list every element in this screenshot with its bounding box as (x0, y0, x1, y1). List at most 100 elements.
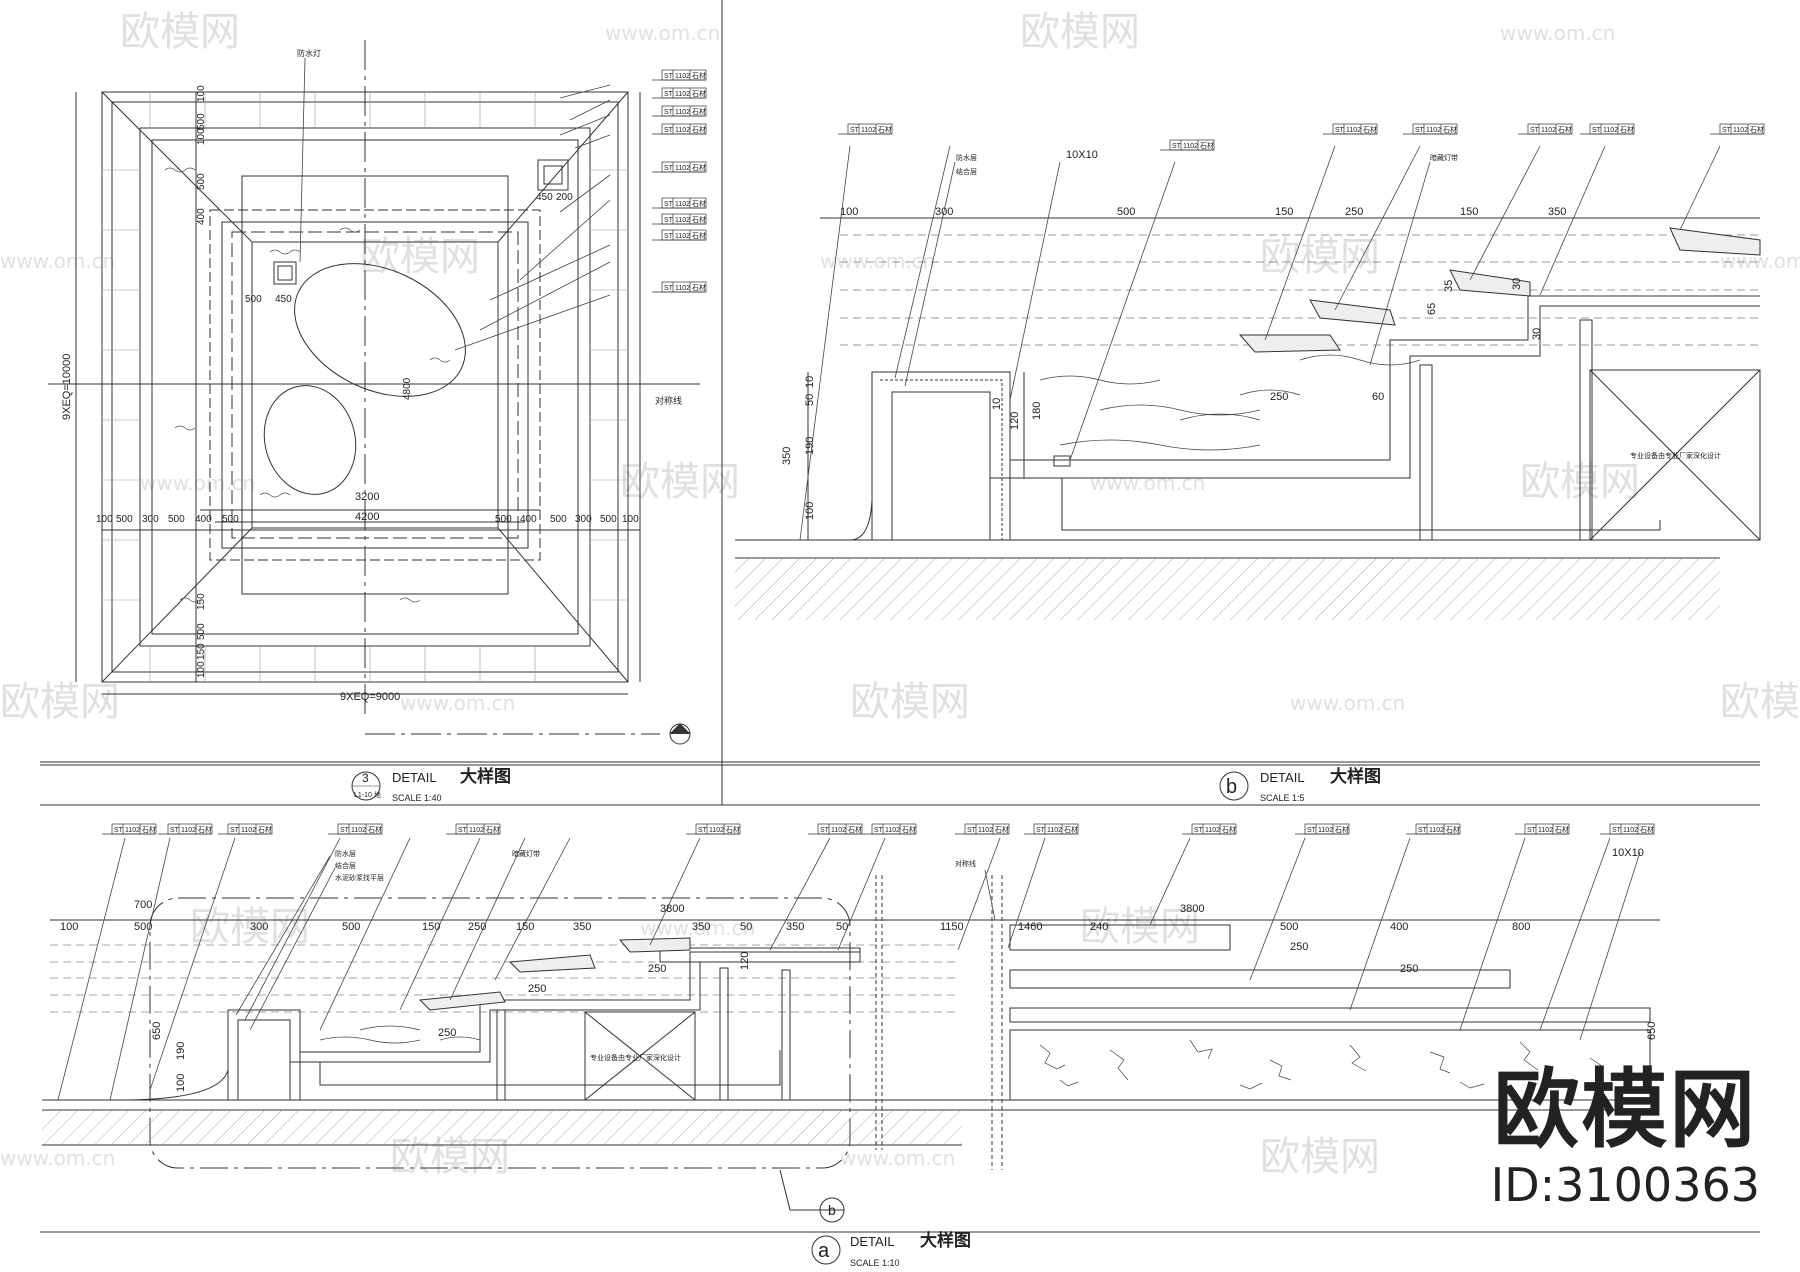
sheet-frame (40, 0, 1760, 1233)
tag-number: 1102 (1318, 827, 1333, 834)
a-dim-top: 500 (342, 921, 360, 933)
plan-dim-500: 500 (245, 294, 262, 305)
panel-3-title-block: 3 L1-10 地 DETAIL 大样图 SCALE 1:40 (40, 764, 722, 803)
tag-material: 石材 (1335, 825, 1349, 834)
tag-number: 1102 (1205, 827, 1220, 834)
a-dim-top: 350 (573, 921, 591, 933)
a-dim-top: 100 (60, 921, 78, 933)
tag-material: 石材 (198, 825, 212, 834)
tag-number: 1102 (125, 827, 140, 834)
tag-material: 石材 (902, 825, 916, 834)
b-dim-inner: 35 (1443, 280, 1455, 292)
tag-code: ST (967, 827, 977, 834)
plan-dim-4800: 4800 (402, 377, 413, 400)
watermark-brand: 欧模网 (360, 234, 480, 280)
watermark-brand: 欧模网 (1080, 904, 1200, 950)
a-dim-inner: 250 (1400, 963, 1418, 975)
b-dim-left: 10 (804, 376, 816, 388)
panel-a-scale: SCALE 1:10 (850, 1258, 900, 1268)
tag-number: 1102 (241, 827, 256, 834)
tag-code: ST (230, 827, 240, 834)
tag-material: 石材 (692, 215, 706, 224)
tag-code: ST (1172, 143, 1182, 150)
plan-anchor-label: 防水灯 (297, 48, 321, 58)
watermark-brand: 欧模网 (1720, 679, 1800, 725)
plan-bottom-dim: 400 (195, 514, 212, 525)
plan-bottom-dim: 500 (600, 514, 617, 525)
a-grate-label: 10X10 (1612, 847, 1644, 859)
a-dim-top: 800 (1512, 921, 1530, 933)
panel-b-title-block: b DETAIL 大样图 SCALE 1:5 (722, 764, 1760, 803)
tag-material: 石材 (1750, 125, 1764, 134)
plan-right-dim: 100 (196, 85, 207, 102)
tag-code: ST (1612, 827, 1622, 834)
tag-code: ST (820, 827, 830, 834)
panel-3-title: 大样图 (460, 766, 511, 786)
tag-code: ST (874, 827, 884, 834)
b-lamp-label: 暗藏灯带 (1430, 153, 1458, 162)
plan-right-dim: 150 (196, 643, 207, 660)
a-dim-top: 500 (134, 921, 152, 933)
panel-a-detail: DETAIL (850, 1234, 895, 1249)
b-dim-inner: 60 (1372, 391, 1384, 403)
tag-number: 1102 (675, 285, 690, 292)
tag-code: ST (170, 827, 180, 834)
plan-bottom-dim: 500 (222, 514, 239, 525)
a-water-label: 防水层 (335, 849, 356, 858)
tag-number: 1102 (181, 827, 196, 834)
watermark-url: www.om.cn (400, 691, 515, 715)
tag-code: ST (850, 127, 860, 134)
plan-right-dim: 150 (196, 593, 207, 610)
tag-material: 石材 (486, 825, 500, 834)
tag-number: 1102 (1429, 827, 1444, 834)
tag-material: 石材 (878, 125, 892, 134)
a-dim-inner: 250 (1290, 941, 1308, 953)
watermark-url: www.om.cn (1500, 21, 1615, 45)
watermark-url: www.om.cn (140, 471, 255, 495)
b-dim-inner: 250 (1270, 391, 1288, 403)
panel-a-title: 大样图 (920, 1230, 971, 1250)
b-dim-inner: 10 (991, 398, 1003, 410)
a-dim-top: 3800 (1180, 903, 1204, 915)
tag-material: 石材 (692, 107, 706, 116)
b-dim-top: 500 (1117, 206, 1135, 218)
tag-material: 石材 (692, 71, 706, 80)
a-dim-top: 50 (740, 921, 752, 933)
b-dim-left: 50 (804, 394, 816, 406)
b-dim-inner: 180 (1031, 402, 1043, 420)
tag-code: ST (1335, 127, 1345, 134)
plan-bottom-dim: 300 (575, 514, 592, 525)
plan-bottom-dim: 500 (550, 514, 567, 525)
tag-material: 石材 (692, 89, 706, 98)
watermark-url: www.om.cn (0, 249, 115, 273)
panel-3-detail: DETAIL (392, 770, 437, 785)
a-dim-top: 350 (692, 921, 710, 933)
plan-height-label: 9XEQ=10000 (61, 354, 73, 420)
b-water-label: 防水层 (956, 153, 977, 162)
a-cement-label: 水泥砂浆找平层 (335, 873, 384, 882)
tag-material: 石材 (692, 163, 706, 172)
watermark-brand: 欧模网 (120, 9, 240, 55)
a-dim-top: 1150 (940, 921, 964, 933)
a-dim-inner: 100 (175, 1074, 187, 1092)
tag-code: ST (1418, 827, 1428, 834)
b-layer-label: 结合层 (956, 167, 977, 176)
a-dim-top: 400 (1390, 921, 1408, 933)
b-dim-inner: 65 (1426, 303, 1438, 315)
b-dim-top: 300 (935, 206, 953, 218)
a-dim-top: 240 (1090, 921, 1108, 933)
tag-code: ST (698, 827, 708, 834)
tag-code: ST (1194, 827, 1204, 834)
